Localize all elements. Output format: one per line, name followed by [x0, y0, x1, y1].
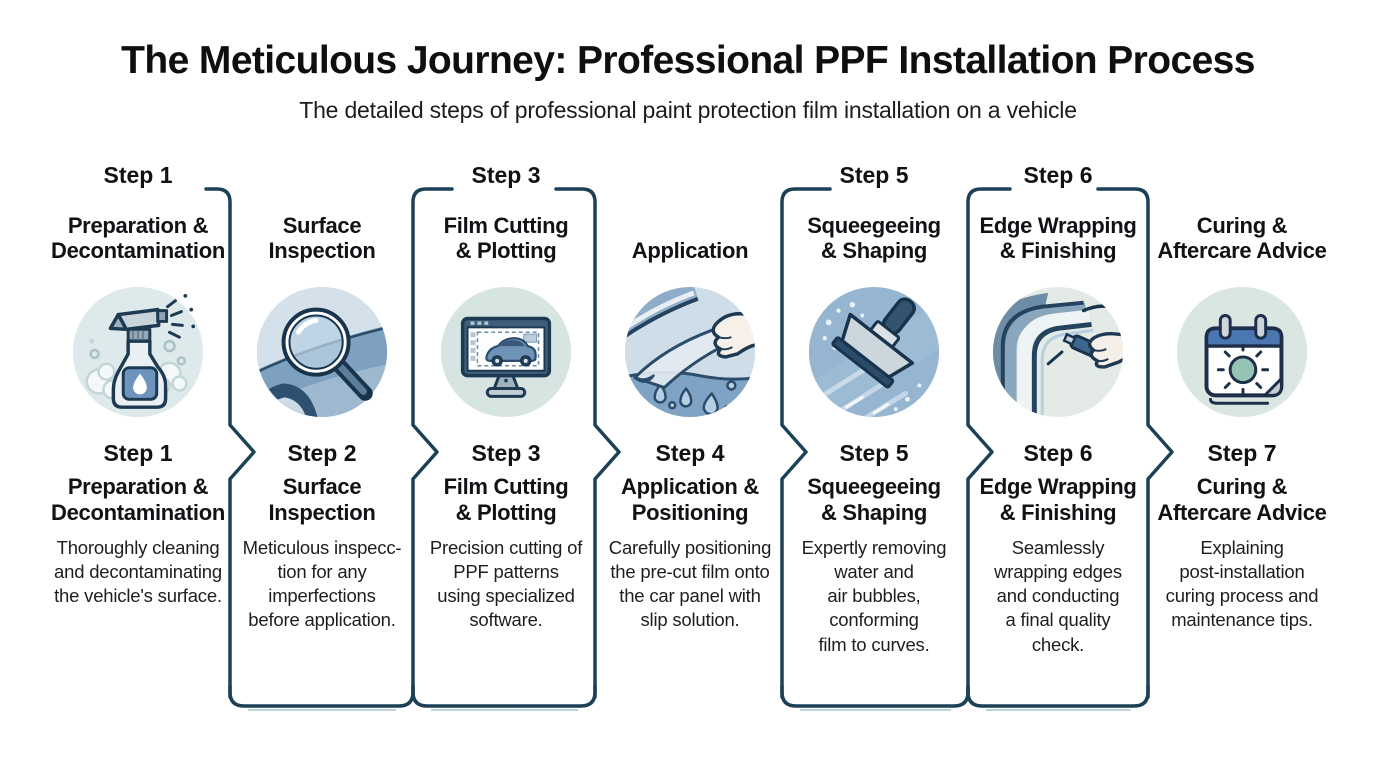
step-label-3: Step 3 — [471, 440, 541, 466]
step-title-7: Curing & Aftercare Advice — [1157, 474, 1327, 525]
step-label-6: Step 6 — [1023, 440, 1093, 466]
step-column-3: Step 3 Film Cutting & Plotting — [414, 162, 598, 633]
step-title-2: Surface Inspection — [268, 474, 376, 525]
film-application-icon — [621, 283, 759, 421]
divider-6-chevron — [1096, 187, 1174, 699]
top-title-step-3: Film Cutting & Plotting — [443, 212, 569, 263]
divider-4-chevron — [780, 187, 832, 699]
bracket-bottom-col3 — [411, 684, 597, 708]
spray-bottle-icon — [69, 283, 207, 421]
step-title-1: Preparation & Decontamination — [51, 474, 225, 525]
bracket-label-step-5: Step 5 — [839, 162, 909, 188]
step-label-5: Step 5 — [839, 440, 909, 466]
top-title-step-4: Application — [631, 237, 749, 263]
page-title: The Meticulous Journey: Professional PPF… — [121, 39, 1255, 82]
bracket-bottom-col2 — [228, 684, 415, 708]
step-description-1: Thoroughly cleaning and decontaminating … — [54, 537, 222, 607]
page-subtitle: The detailed steps of professional paint… — [299, 96, 1077, 123]
top-title-step-1: Preparation & Decontamination — [51, 212, 225, 263]
divider-2-chevron — [411, 187, 454, 699]
step-description-5: Expertly removing water and air bubbles,… — [801, 537, 947, 655]
step-description-4: Carefully positioning the pre-cut film o… — [608, 537, 772, 631]
step-column-4: Application — [598, 163, 782, 633]
step-column-6: Step 6 Edge Wrapping & Finishing — [966, 162, 1150, 657]
step-description-7: Explaining post-installation curing proc… — [1165, 537, 1319, 631]
edge-cutting-icon — [989, 283, 1127, 421]
step-title-4: Application & Positioning — [621, 474, 759, 525]
header: The Meticulous Journey: Professional PPF… — [0, 39, 1376, 124]
magnifier-car-icon — [253, 283, 391, 421]
step-title-6: Edge Wrapping & Finishing — [979, 474, 1137, 525]
step-column-5: Step 5 Squeegeeing & Shaping — [782, 162, 966, 657]
bracket-label-step-1: Step 1 — [103, 162, 173, 188]
top-title-step-6: Edge Wrapping & Finishing — [979, 212, 1137, 263]
step-column-1: Step 1 Preparation & Decontamination — [46, 162, 230, 608]
divider-1-chevron — [204, 187, 256, 699]
divider-3-chevron — [554, 187, 621, 699]
bracket-bottom-col5 — [780, 684, 970, 708]
bracket-bottom-col6 — [966, 684, 1150, 708]
bracket-label-step-6: Step 6 — [1023, 162, 1093, 188]
top-title-step-7: Curing & Aftercare Advice — [1157, 212, 1327, 263]
step-label-4: Step 4 — [655, 440, 725, 466]
step-description-3: Precision cutting of PPF patterns using … — [429, 537, 583, 631]
top-title-step-5: Squeegeeing & Shaping — [807, 212, 941, 263]
step-column-7: Curing & Aftercare Advice Step 7 Curing … — [1150, 163, 1334, 633]
bracket-label-step-3: Step 3 — [471, 162, 541, 188]
divider-5-chevron — [966, 187, 1012, 699]
step-column-2: Surface Inspection — [230, 163, 414, 633]
step-title-3: Film Cutting & Plotting — [443, 474, 569, 525]
calendar-sun-icon — [1173, 283, 1311, 421]
squeegee-icon — [805, 283, 943, 421]
step-label-1: Step 1 — [103, 440, 173, 466]
step-label-7: Step 7 — [1207, 440, 1277, 466]
plotting-software-icon — [437, 283, 575, 421]
step-title-5: Squeegeeing & Shaping — [807, 474, 941, 525]
top-title-step-2: Surface Inspection — [268, 212, 376, 263]
step-label-2: Step 2 — [287, 440, 357, 466]
step-description-2: Meticulous inspecc- tion for any imperfe… — [242, 537, 402, 631]
step-description-6: Seamlessly wrapping edges and conducting… — [994, 537, 1122, 655]
